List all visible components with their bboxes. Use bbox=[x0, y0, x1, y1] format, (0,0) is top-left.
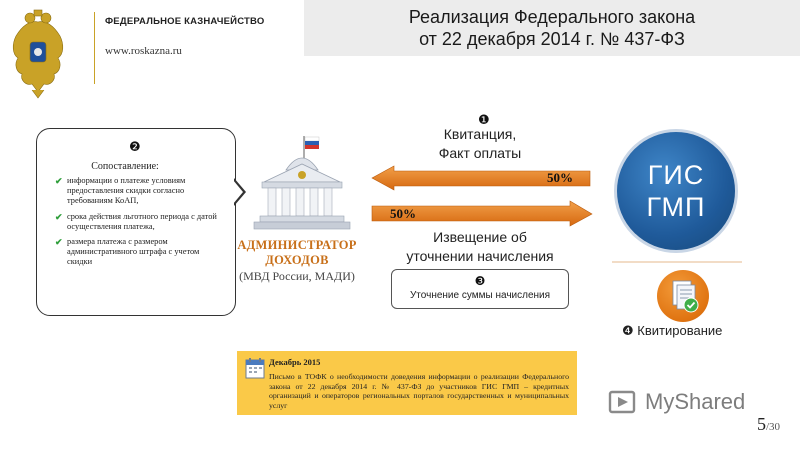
december-note: Декабрь 2015 Письмо в ТОФК о необходимос… bbox=[237, 351, 577, 415]
step-3-number: ❸ bbox=[474, 274, 486, 288]
step-4-text: Квитирование bbox=[637, 323, 723, 338]
comparison-title: Сопоставление: bbox=[91, 161, 159, 172]
page-title: Реализация Федерального закона от 22 дек… bbox=[304, 0, 800, 56]
myshared-logo-icon bbox=[608, 390, 636, 414]
step-4-number: ❹ bbox=[622, 324, 634, 339]
watermark-text: MyShared bbox=[645, 389, 746, 414]
administrator-title: АДМИНИСТРАТОР ДОХОДОВ bbox=[232, 238, 362, 268]
header-divider bbox=[94, 12, 95, 84]
administrator-subtitle: (МВД России, МАДИ) bbox=[239, 269, 355, 283]
title-line-2: от 22 декабря 2014 г. № 437-ФЗ bbox=[419, 29, 685, 49]
treasury-eagle-emblem-icon bbox=[12, 9, 64, 99]
step-4-label: ❹ Квитирование bbox=[622, 323, 722, 339]
step-1-number: ❶ bbox=[478, 113, 490, 128]
step-1-label-line-1: Квитанция, bbox=[443, 126, 517, 142]
checkmark-icon: ✔ bbox=[55, 237, 63, 248]
org-url-link[interactable]: www.roskazna.ru bbox=[105, 45, 182, 57]
checkmark-icon: ✔ bbox=[55, 211, 63, 222]
step-1-label-line-2: Факт оплаты bbox=[438, 145, 522, 161]
document-check-icon bbox=[657, 270, 709, 322]
step-2-label-line-2: уточнении начисления bbox=[406, 248, 554, 264]
page-number: 5/30 bbox=[757, 414, 780, 435]
arrow-to-gis bbox=[371, 200, 593, 227]
comparison-item-text: срока действия льготного периода с датой… bbox=[67, 211, 217, 231]
gis-line-2: ГМП bbox=[646, 192, 706, 222]
comparison-item: ✔ размера платежа с размером администрат… bbox=[55, 237, 225, 268]
comparison-callout: Сопоставление: ✔ информации о платеже ус… bbox=[36, 128, 236, 316]
note-text: Письмо в ТОФК о необходимости доведения … bbox=[269, 372, 569, 410]
title-line-1: Реализация Федерального закона bbox=[408, 7, 696, 27]
step-2-number: ❷ bbox=[129, 140, 141, 155]
page-current: 5 bbox=[757, 414, 766, 434]
step-3-text: Уточнение суммы начисления bbox=[409, 290, 551, 301]
comparison-item-text: размера платежа с размером административ… bbox=[67, 237, 200, 267]
page-total: /30 bbox=[766, 421, 781, 433]
comparison-item: ✔ срока действия льготного периода с дат… bbox=[55, 212, 225, 232]
checkmark-icon: ✔ bbox=[55, 176, 63, 186]
comparison-item: ✔ информации о платеже условиям предоста… bbox=[55, 176, 225, 207]
step-2-label-line-1: Извещение об bbox=[433, 229, 527, 245]
note-date: Декабрь 2015 bbox=[269, 357, 321, 367]
arrow-to-administrator bbox=[371, 165, 591, 191]
calendar-icon bbox=[245, 358, 265, 379]
step-3-box: ❸ Уточнение суммы начисления bbox=[391, 269, 569, 309]
administrator-title-line-1: АДМИНИСТРАТОР bbox=[237, 238, 357, 252]
comparison-item-text: информации о платеже условиям предоставл… bbox=[67, 176, 186, 206]
gis-gmp-circle: ГИС ГМП bbox=[614, 129, 738, 253]
callout-tail-fill bbox=[233, 180, 243, 204]
arrow-left-percent: 50% bbox=[547, 170, 573, 185]
government-building-icon bbox=[253, 136, 351, 230]
arrow-right-percent: 50% bbox=[390, 206, 416, 221]
gis-line-1: ГИС bbox=[647, 160, 705, 190]
administrator-title-line-2: ДОХОДОВ bbox=[265, 253, 329, 267]
org-name: ФЕДЕРАЛЬНОЕ КАЗНАЧЕЙСТВО bbox=[105, 16, 265, 27]
